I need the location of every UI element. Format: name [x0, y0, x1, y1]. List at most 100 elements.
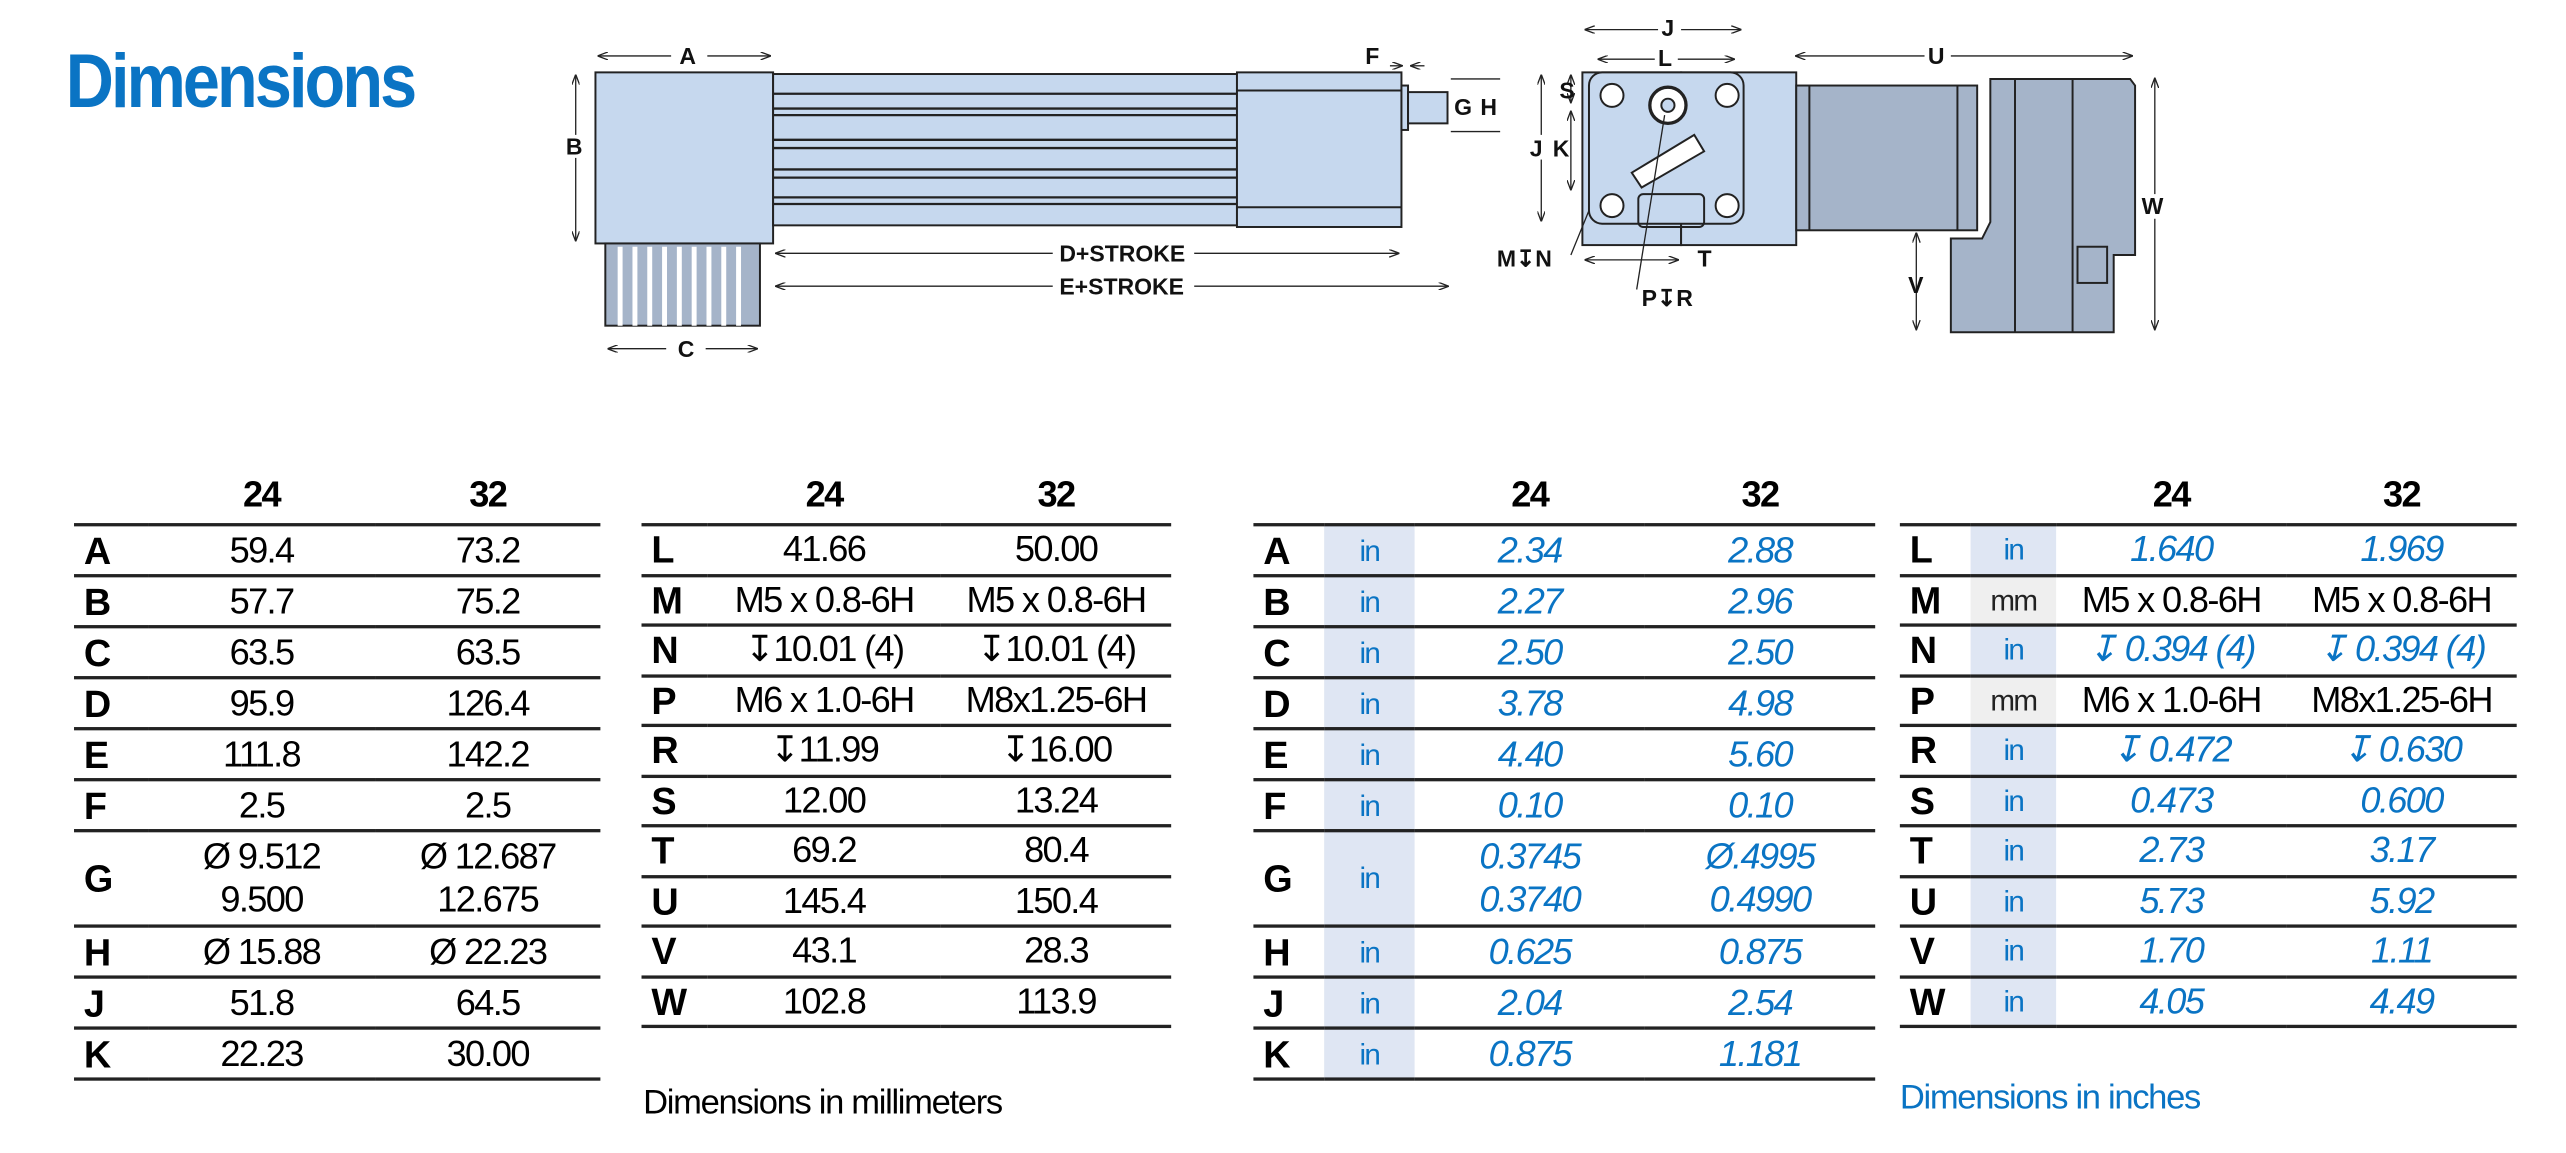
value-v24: 57.7 [148, 575, 376, 629]
column-header-32: 32 [469, 473, 508, 515]
actuator-body [772, 73, 1238, 227]
dim-label-d-stroke: D+STROKE [1059, 241, 1185, 267]
value-v32: 2.5 [375, 779, 601, 833]
unit-cell: in [1970, 523, 2057, 577]
unit-cell: in [1324, 830, 1415, 928]
unit-cell: in [1324, 728, 1415, 782]
column-header-32: 32 [2383, 473, 2422, 515]
unit-cell: mm [1970, 574, 2057, 627]
value-v32: 113.9 [940, 976, 1172, 1029]
unit-cell: in [1324, 779, 1415, 833]
value-v24: 95.9 [148, 677, 376, 731]
value-v32: 63.5 [375, 626, 601, 680]
dimension-label: W [641, 976, 708, 1029]
dimension-label: G [74, 830, 149, 928]
dimension-label: T [641, 825, 708, 878]
value-v32: 4.98 [1644, 677, 1876, 731]
heat-sink-fins [604, 242, 761, 327]
value-v24: 2.5 [148, 779, 376, 833]
value-v32: 0.10 [1644, 779, 1876, 833]
gearbox [1949, 77, 2137, 334]
unit-cell: in [1324, 575, 1415, 629]
unit-cell: in [1970, 775, 2057, 828]
value-v24: 2.73 [2056, 825, 2287, 878]
end-block [1235, 71, 1403, 228]
dim-label-h: H [1480, 94, 1497, 120]
value-v24: 51.8 [148, 977, 376, 1030]
value-lower: 0.3740 [1479, 878, 1581, 920]
unit-cell: in [1970, 926, 2057, 978]
dimension-label: E [1253, 728, 1325, 782]
table-row: N↧10.01 (4)↧10.01 (4) [641, 625, 1172, 677]
dimension-label: C [74, 626, 149, 680]
value-v32: 2.96 [1644, 575, 1876, 629]
value-upper: Ø.4995 [1705, 835, 1816, 877]
value-v32: 126.4 [375, 677, 601, 731]
dimension-label: B [1253, 575, 1325, 629]
value-v32: 75.2 [375, 575, 601, 629]
unit-cell: in [1324, 677, 1415, 731]
end-view [1581, 71, 2137, 334]
value-lower: 0.4990 [1709, 878, 1812, 920]
dimension-label: S [1899, 775, 1971, 828]
value-v32: ↧10.01 (4) [940, 625, 1172, 677]
value-v32: M8x1.25-6H [940, 675, 1172, 728]
dimension-label: H [1253, 926, 1325, 979]
value-v32: 2.50 [1644, 626, 1876, 680]
dim-label-u: U [1928, 43, 1945, 69]
column-header-24: 24 [805, 473, 845, 515]
dimension-label: H [74, 926, 149, 979]
value-v24: 69.2 [707, 825, 941, 878]
value-v24: 102.8 [707, 976, 941, 1029]
dimension-label: A [74, 523, 149, 578]
dim-label-b: B [566, 134, 583, 160]
value-v32: M5 x 0.8-6H [940, 574, 1172, 627]
dim-label-v: V [1908, 272, 1924, 298]
side-view [594, 71, 1449, 327]
value-upper: Ø 12.687 [419, 835, 557, 877]
value-v32: 50.00 [940, 523, 1172, 577]
dim-label-w: W [2142, 193, 2164, 219]
value-v32: 28.3 [940, 926, 1172, 978]
dimension-label: U [641, 875, 708, 928]
dimension-label: P [1899, 675, 1971, 728]
dimension-label: J [1253, 977, 1325, 1030]
dimension-label: A [1253, 523, 1325, 578]
value-v32: 5.92 [2286, 875, 2517, 928]
dimension-label: M [641, 574, 708, 627]
column-header-24: 24 [243, 473, 282, 515]
dim-label-p-r: P↧R [1642, 285, 1694, 311]
value-v32: 64.5 [375, 977, 601, 1030]
dim-label-c: C [678, 336, 695, 362]
dim-label-l: L [1658, 45, 1672, 71]
dimension-label: M [1899, 574, 1971, 627]
value-v24: 111.8 [148, 728, 376, 782]
table-header-row: 24 32 [74, 467, 600, 525]
value-v24: ↧ 0.472 [2056, 725, 2287, 778]
dim-label-f: F [1365, 43, 1379, 69]
dim-label-a: A [679, 43, 696, 69]
value-v32: 1.969 [2286, 523, 2517, 577]
unit-cell: mm [1970, 675, 2057, 728]
value-v24: 22.23 [148, 1028, 376, 1081]
